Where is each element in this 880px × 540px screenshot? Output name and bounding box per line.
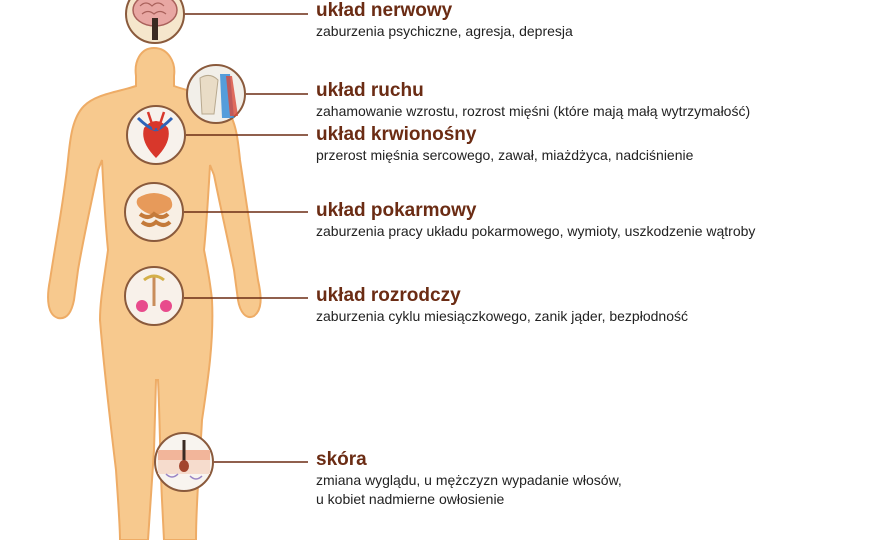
brain-icon xyxy=(125,0,185,44)
heart-icon xyxy=(126,105,186,165)
bone-joint-icon xyxy=(186,64,246,124)
label-musculoskeletal-system: układ ruchu zahamowanie wzrostu, rozrost… xyxy=(316,80,750,121)
label-description-line-2: u kobiet nadmierne owłosienie xyxy=(316,491,505,507)
intestines-icon xyxy=(124,182,184,242)
label-circulatory-system: układ krwionośny przerost mięśnia sercow… xyxy=(316,124,693,165)
label-title: układ pokarmowy xyxy=(316,200,477,221)
label-description: zaburzenia psychiczne, agresja, depresja xyxy=(316,23,573,39)
label-description-line-1: zmiana wyglądu, u mężczyzn wypadanie wło… xyxy=(316,472,622,488)
label-description: zahamowanie wzrostu, rozrost mięśni (któ… xyxy=(316,103,751,119)
label-title: układ ruchu xyxy=(316,80,424,101)
reproductive-organs-icon xyxy=(124,266,184,326)
label-digestive-system: układ pokarmowy zaburzenia pracy układu … xyxy=(316,200,755,241)
label-nervous-system: układ nerwowy zaburzenia psychiczne, agr… xyxy=(316,0,573,41)
label-description: przerost mięśnia sercowego, zawał, miażd… xyxy=(316,147,694,163)
label-title: układ rozrodczy xyxy=(316,285,461,306)
label-skin: skóra zmiana wyglądu, u mężczyzn wypadan… xyxy=(316,449,622,509)
label-description: zaburzenia cyklu miesiączkowego, zanik j… xyxy=(316,308,688,324)
label-title: układ nerwowy xyxy=(316,0,453,21)
skin-hair-icon xyxy=(154,432,214,492)
label-reproductive-system: układ rozrodczy zaburzenia cyklu miesiąc… xyxy=(316,285,688,326)
label-title: układ krwionośny xyxy=(316,124,477,145)
label-description: zaburzenia pracy układu pokarmowego, wym… xyxy=(316,223,756,239)
leader-lines xyxy=(184,13,308,463)
label-title: skóra xyxy=(316,449,367,470)
